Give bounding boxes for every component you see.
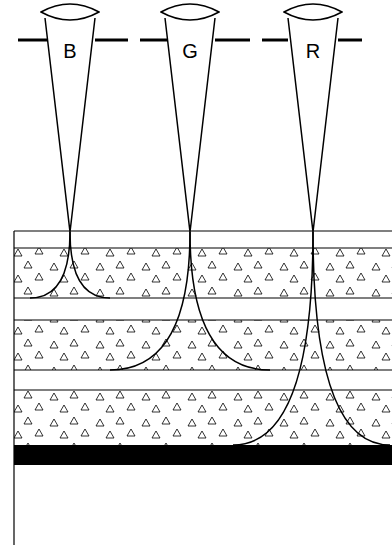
cone-outline: [160, 2, 220, 232]
layer-boundaries: [14, 231, 392, 545]
beam-spread: [30, 232, 390, 445]
textured-layer: [14, 248, 392, 298]
cone-letter: G: [160, 41, 220, 61]
light-cone: G: [160, 2, 220, 232]
light-cone: B: [40, 2, 100, 232]
black-layer: [14, 445, 392, 465]
cone-outline: [40, 2, 100, 232]
cone-letter: R: [283, 41, 343, 61]
textured-layer: [14, 320, 392, 370]
light-cone: R: [283, 2, 343, 232]
cone-outline: [283, 2, 343, 232]
cone-letter: B: [40, 41, 100, 61]
